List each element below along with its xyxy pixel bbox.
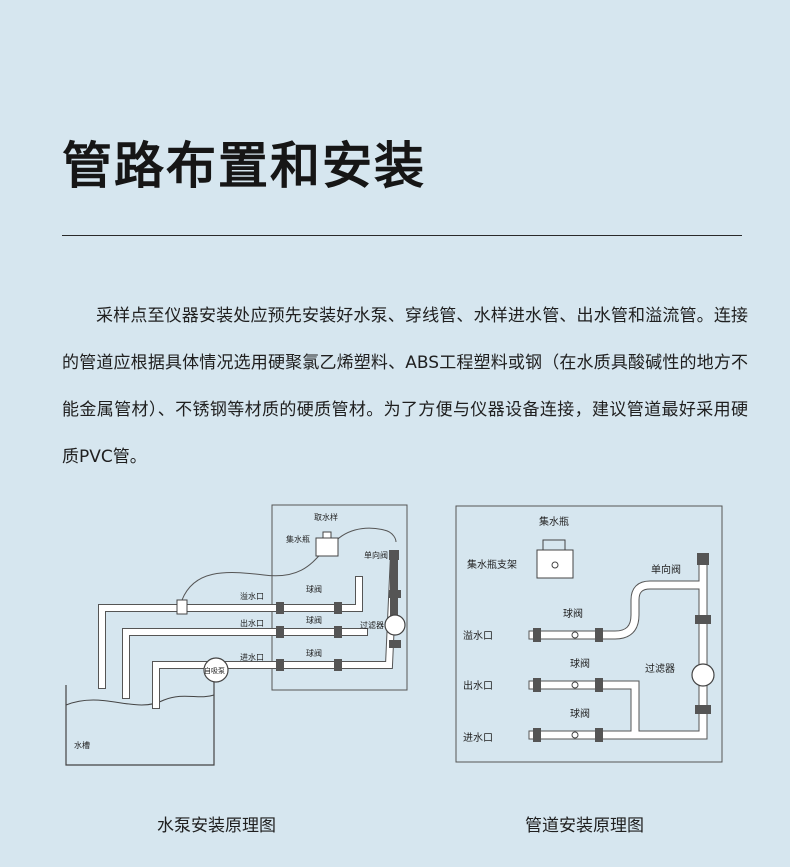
label-outlet-r: 出水口 bbox=[463, 679, 493, 692]
label-pump: 自吸泵 bbox=[204, 666, 225, 675]
label-ball-valve-r1: 球阀 bbox=[563, 607, 583, 620]
label-ball-valve-3: 球阀 bbox=[306, 648, 322, 658]
page-title: 管路布置和安装 bbox=[62, 137, 426, 195]
label-ball-valve-1: 球阀 bbox=[306, 584, 322, 594]
label-ball-valve-r3: 球阀 bbox=[570, 707, 590, 720]
label-overflow: 溢水口 bbox=[240, 591, 264, 601]
caption-pump-diagram: 水泵安装原理图 bbox=[157, 816, 276, 836]
label-filter: 过滤器 bbox=[360, 620, 384, 630]
label-ball-valve-2: 球阀 bbox=[306, 615, 322, 625]
body-paragraph: 采样点至仪器安装处应预先安装好水泵、穿线管、水样进水管、出水管和溢流管。连接的管… bbox=[62, 306, 748, 467]
label-overflow-r: 溢水口 bbox=[463, 629, 493, 642]
pump-installation-diagram: 取水样 集水瓶 单向阀 溢水口 球阀 出水口 球阀 过滤器 进水口 球阀 自吸泵… bbox=[64, 500, 414, 770]
label-check-valve: 单向阀 bbox=[364, 550, 388, 560]
label-inlet: 进水口 bbox=[240, 652, 264, 662]
pipe-installation-diagram: 集水瓶 集水瓶支架 单向阀 球阀 溢水口 球阀 过滤器 出水口 球阀 进水口 bbox=[455, 505, 723, 763]
label-outlet: 出水口 bbox=[240, 618, 264, 628]
label-collector: 集水瓶 bbox=[286, 534, 310, 544]
pump-diagram-svg: 取水样 集水瓶 单向阀 溢水口 球阀 出水口 球阀 过滤器 进水口 球阀 自吸泵… bbox=[65, 504, 408, 766]
label-inlet-r: 进水口 bbox=[463, 732, 493, 744]
title-divider bbox=[62, 235, 742, 236]
label-collector-stand: 集水瓶支架 bbox=[467, 558, 517, 571]
caption-pipe-diagram: 管道安装原理图 bbox=[525, 816, 644, 836]
label-ball-valve-r2: 球阀 bbox=[570, 657, 590, 670]
label-sampling: 取水样 bbox=[314, 512, 338, 522]
label-collector-r: 集水瓶 bbox=[539, 515, 569, 528]
label-check-valve-r: 单向阀 bbox=[651, 563, 681, 576]
label-filter-r: 过滤器 bbox=[645, 662, 675, 675]
pipe-diagram-svg: 集水瓶 集水瓶支架 单向阀 球阀 溢水口 球阀 过滤器 出水口 球阀 进水口 bbox=[455, 505, 723, 763]
label-tank: 水槽 bbox=[74, 740, 90, 750]
